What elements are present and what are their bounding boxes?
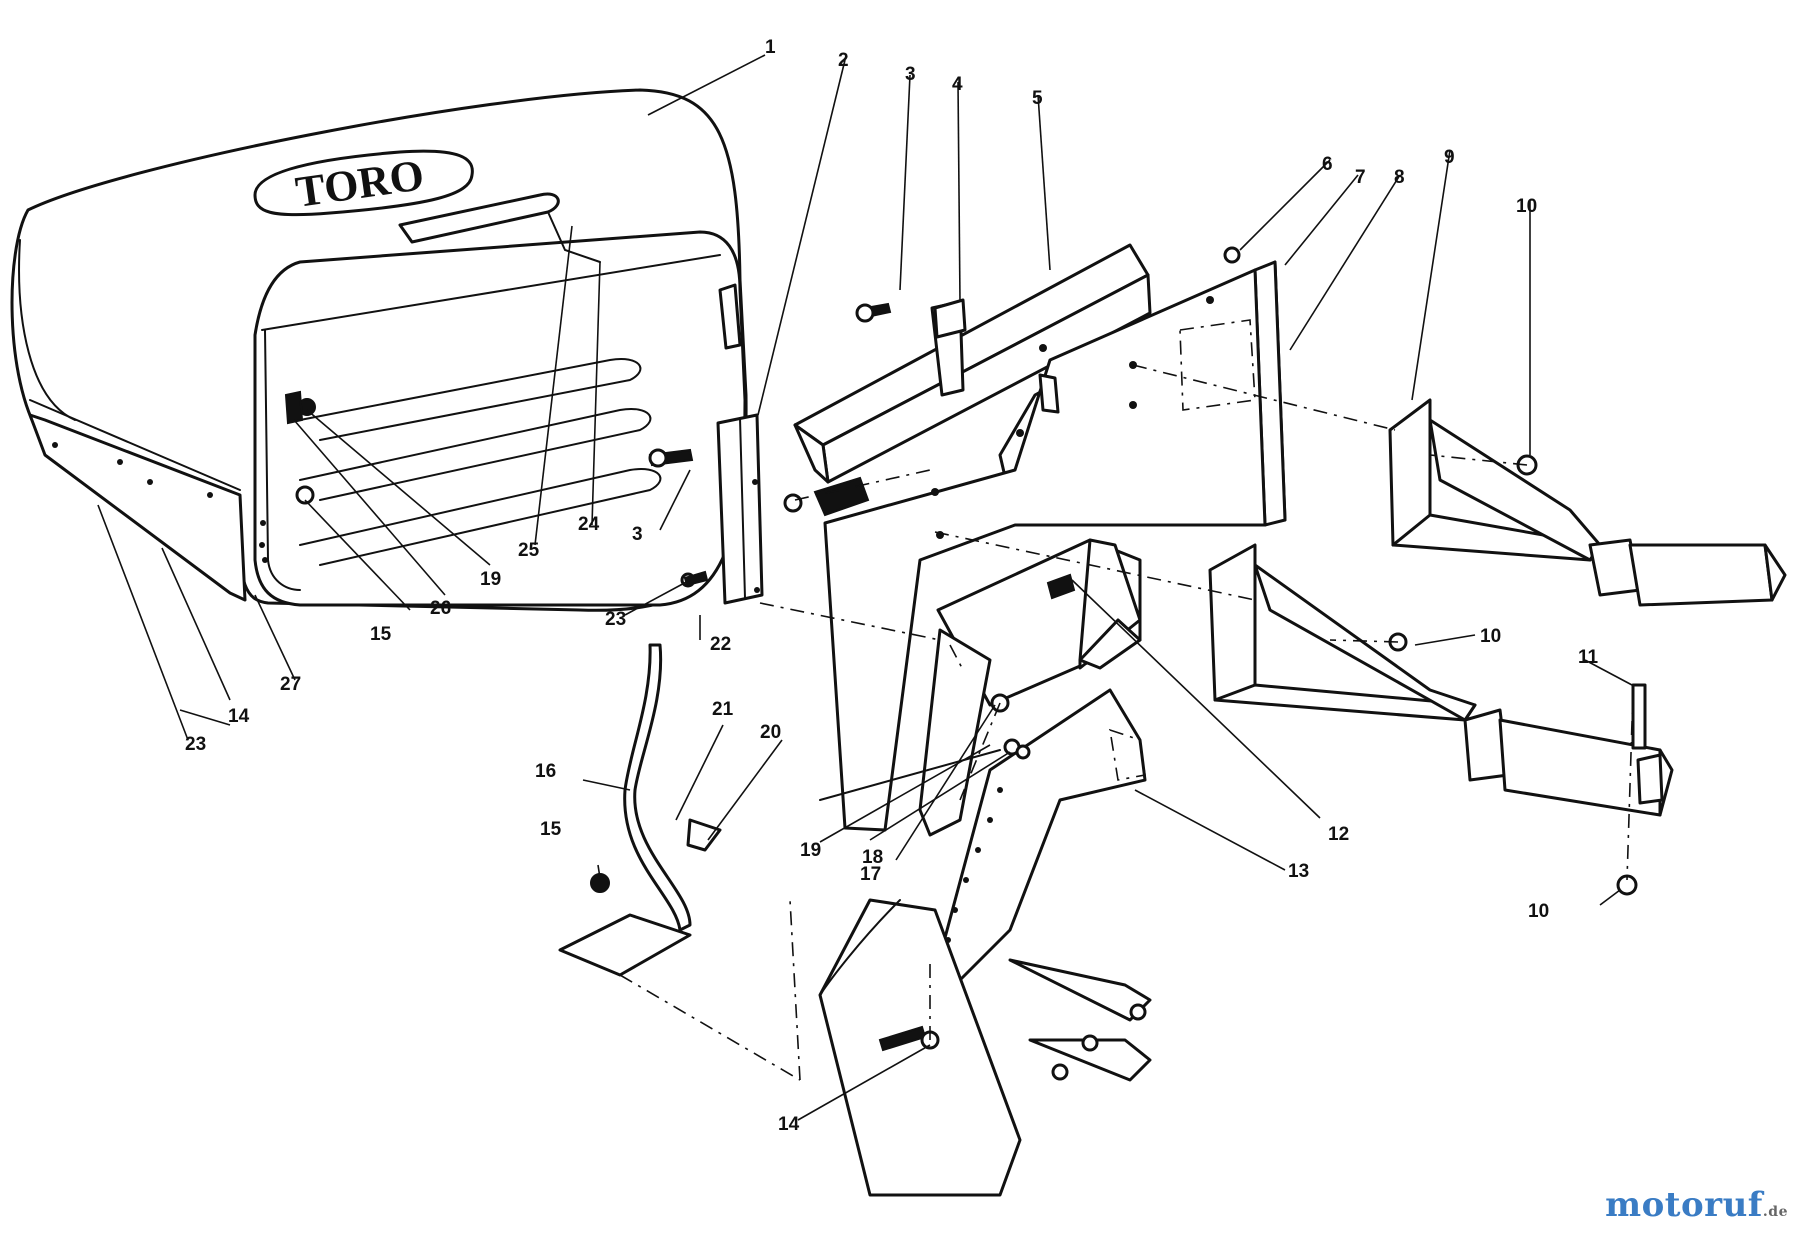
callout-2: 2 — [838, 50, 849, 71]
callout-1: 1 — [765, 37, 776, 58]
callout-3: 3 — [905, 64, 916, 85]
lower-chute — [818, 898, 1152, 1197]
callout-10: 10 — [1516, 196, 1537, 217]
main-plate-7 — [823, 260, 1287, 832]
watermark-brand: motoruf — [1605, 1185, 1763, 1225]
grass-bag-hopper: TORO — [10, 88, 748, 612]
callout-18: 18 — [862, 847, 883, 868]
callout-24: 24 — [578, 514, 600, 535]
callout-12: 12 — [1328, 824, 1349, 845]
side-panel — [819, 628, 1001, 837]
toro-logo: TORO — [253, 149, 474, 217]
callout-14: 14 — [228, 706, 250, 727]
callout-10: 10 — [1480, 626, 1501, 647]
upright-bracket-4 — [933, 298, 967, 339]
callout-27: 27 — [280, 674, 301, 695]
callout-labels: 1 2 3 3 4 5 6 7 8 9 10 10 10 11 12 13 14… — [185, 37, 1599, 1135]
callout-9: 9 — [1444, 147, 1455, 168]
callout-16: 16 — [535, 761, 556, 782]
callout-13: 13 — [1288, 861, 1309, 882]
callout-7: 7 — [1355, 167, 1366, 188]
callout-6: 6 — [1322, 154, 1333, 175]
callout-26: 26 — [430, 598, 451, 619]
callout-19: 19 — [480, 569, 501, 590]
callout-11: 11 — [1578, 647, 1599, 668]
frame-arm-9 — [1388, 398, 1787, 607]
frame-arm-9-lower — [1208, 543, 1674, 817]
callout-15: 15 — [540, 819, 562, 840]
callout-23: 23 — [605, 609, 626, 630]
leader-lines — [97, 54, 1633, 1121]
channel-5 — [793, 243, 1152, 484]
callout-21: 21 — [712, 699, 734, 720]
callout-20: 20 — [760, 722, 781, 743]
callout-25: 25 — [518, 540, 540, 561]
watermark-logo: motoruf.de — [1605, 1185, 1788, 1225]
callout-5: 5 — [1032, 88, 1043, 109]
lever-16 — [558, 643, 722, 977]
watermark-tld: .de — [1762, 1204, 1788, 1220]
callout-22: 22 — [710, 634, 731, 655]
callout-14: 14 — [778, 1114, 800, 1135]
callout-8: 8 — [1394, 167, 1405, 188]
callout-19: 19 — [800, 840, 821, 861]
callout-4: 4 — [952, 74, 963, 95]
callout-17: 17 — [860, 864, 881, 885]
callout-3: 3 — [632, 524, 643, 545]
callout-10: 10 — [1528, 901, 1549, 922]
callout-23: 23 — [185, 734, 206, 755]
bracket-plate-2 — [716, 413, 764, 605]
callout-15: 15 — [370, 624, 392, 645]
